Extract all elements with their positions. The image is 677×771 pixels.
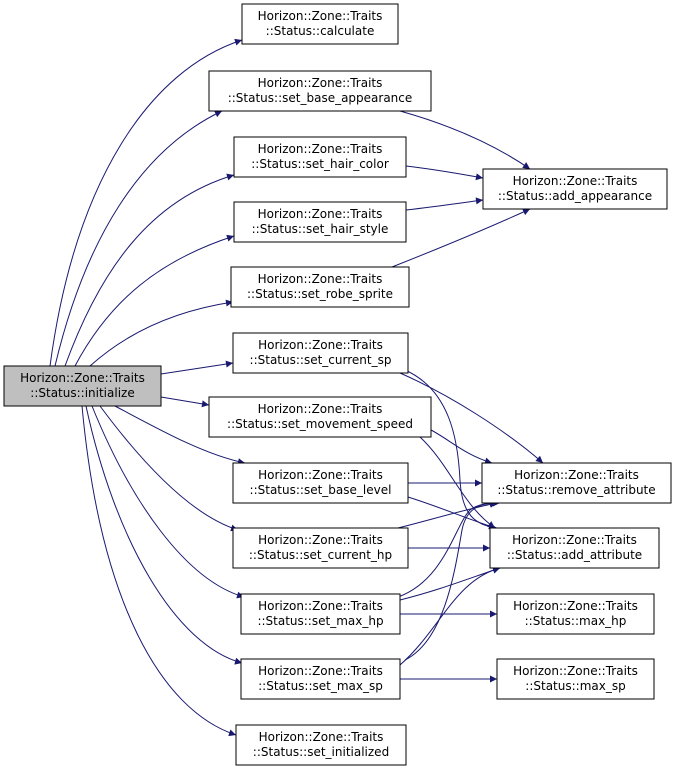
edge-initialize-to-set-hair-color xyxy=(64,173,235,367)
node-set-base-level-line1: Horizon::Zone::Traits xyxy=(258,468,383,482)
node-add-appearance-line2: ::Status::add_appearance xyxy=(498,189,652,203)
edge-initialize-to-set-base-app xyxy=(54,110,223,367)
node-set-current-hp-line1: Horizon::Zone::Traits xyxy=(258,533,383,547)
node-remove-attribute[interactable]: Horizon::Zone::Traits ::Status::remove_a… xyxy=(481,462,672,504)
node-set-max-hp[interactable]: Horizon::Zone::Traits ::Status::set_max_… xyxy=(240,593,401,635)
edge-initialize-to-set-init xyxy=(81,405,237,737)
node-set-hair-color-line1: Horizon::Zone::Traits xyxy=(258,142,383,156)
node-set-current-sp-line1: Horizon::Zone::Traits xyxy=(258,338,383,352)
edge-initialize-to-set-move xyxy=(160,396,210,408)
node-set-base-level[interactable]: Horizon::Zone::Traits ::Status::set_base… xyxy=(232,462,409,504)
edge-set-cur-hp-to-remove-attr xyxy=(397,500,498,529)
node-set-initialized[interactable]: Horizon::Zone::Traits ::Status::set_init… xyxy=(235,724,407,766)
node-remove-attribute-line2: ::Status::remove_attribute xyxy=(497,483,655,497)
node-set-base-level-line2: ::Status::set_base_level xyxy=(250,483,392,497)
node-set-hair-color-line2: ::Status::set_hair_color xyxy=(251,157,389,171)
node-initialize-line1: Horizon::Zone::Traits xyxy=(20,371,145,385)
node-set-initialized-line1: Horizon::Zone::Traits xyxy=(259,730,384,744)
edge-initialize-to-set-cur-hp xyxy=(99,405,239,532)
node-set-hair-style-line1: Horizon::Zone::Traits xyxy=(258,207,383,221)
node-set-robe-sprite[interactable]: Horizon::Zone::Traits ::Status::set_robe… xyxy=(230,266,410,308)
node-set-current-hp[interactable]: Horizon::Zone::Traits ::Status::set_curr… xyxy=(232,527,409,569)
node-set-base-appearance-line2: ::Status::set_base_appearance xyxy=(228,91,413,105)
node-max-sp-line2: ::Status::max_sp xyxy=(525,679,625,693)
edge-initialize-to-set-robe xyxy=(89,299,234,367)
edge-set-robe-to-add-app xyxy=(391,208,531,268)
edge-set-hair-color-to-add-app xyxy=(405,165,484,181)
edge-set-move-to-add-attr xyxy=(419,436,496,529)
node-set-movement-speed-line2: ::Status::set_movement_speed xyxy=(227,417,413,431)
edge-set-max-hp-to-remove-attr xyxy=(397,499,501,598)
node-add-appearance[interactable]: Horizon::Zone::Traits ::Status::add_appe… xyxy=(482,168,668,210)
edges xyxy=(49,38,544,737)
node-set-movement-speed-line1: Horizon::Zone::Traits xyxy=(258,402,383,416)
node-set-max-hp-line1: Horizon::Zone::Traits xyxy=(258,599,383,613)
edge-set-hair-style-to-add-app xyxy=(405,197,484,211)
node-set-max-hp-line2: ::Status::set_max_hp xyxy=(257,614,383,628)
node-max-sp-line1: Horizon::Zone::Traits xyxy=(513,664,638,678)
node-set-max-sp-line2: ::Status::set_max_sp xyxy=(258,679,383,693)
node-initialize[interactable]: Horizon::Zone::Traits ::Status::initiali… xyxy=(3,365,162,407)
node-set-hair-style-line2: ::Status::set_hair_style xyxy=(252,222,389,236)
node-set-current-sp-line2: ::Status::set_current_sp xyxy=(250,353,392,367)
node-max-hp-line2: ::Status::max_hp xyxy=(525,614,627,628)
node-set-robe-sprite-line2: ::Status::set_robe_sprite xyxy=(247,287,393,301)
node-initialize-line2: ::Status::initialize xyxy=(30,386,134,400)
node-max-hp-line1: Horizon::Zone::Traits xyxy=(513,599,638,613)
edge-initialize-to-set-base-lvl xyxy=(114,405,246,466)
node-max-hp[interactable]: Horizon::Zone::Traits ::Status::max_hp xyxy=(496,593,655,635)
edge-set-max-sp-to-add-attr xyxy=(399,566,501,666)
edge-set-max-hp-to-add-attr xyxy=(399,566,501,601)
node-remove-attribute-line1: Horizon::Zone::Traits xyxy=(514,468,639,482)
edge-initialize-to-set-max-hp xyxy=(91,405,245,599)
node-set-robe-sprite-line1: Horizon::Zone::Traits xyxy=(258,272,383,286)
edge-initialize-to-set-max-sp xyxy=(85,405,243,665)
node-set-initialized-line2: ::Status::set_initialized xyxy=(253,745,389,759)
node-max-sp[interactable]: Horizon::Zone::Traits ::Status::max_sp xyxy=(496,658,655,700)
node-set-current-sp[interactable]: Horizon::Zone::Traits ::Status::set_curr… xyxy=(232,332,409,374)
node-set-max-sp-line1: Horizon::Zone::Traits xyxy=(258,664,383,678)
node-calculate[interactable]: Horizon::Zone::Traits ::Status::calculat… xyxy=(241,3,399,45)
node-set-base-appearance[interactable]: Horizon::Zone::Traits ::Status::set_base… xyxy=(208,70,432,112)
node-set-movement-speed[interactable]: Horizon::Zone::Traits ::Status::set_move… xyxy=(208,396,432,438)
node-set-base-appearance-line1: Horizon::Zone::Traits xyxy=(258,76,383,90)
node-set-current-hp-line2: ::Status::set_current_hp xyxy=(249,548,392,562)
edge-initialize-to-set-cur-sp xyxy=(160,360,234,375)
edge-initialize-to-calculate xyxy=(49,38,243,367)
node-add-attribute-line1: Horizon::Zone::Traits xyxy=(512,533,637,547)
edge-set-base-app-to-add-app xyxy=(399,110,531,170)
node-add-attribute-line2: ::Status::add_attribute xyxy=(507,548,642,562)
node-calculate-line1: Horizon::Zone::Traits xyxy=(258,9,383,23)
node-add-attribute[interactable]: Horizon::Zone::Traits ::Status::add_attr… xyxy=(489,527,660,569)
edge-initialize-to-set-hair-style xyxy=(74,234,235,367)
node-set-max-sp[interactable]: Horizon::Zone::Traits ::Status::set_max_… xyxy=(240,658,401,700)
node-calculate-line2: ::Status::calculate xyxy=(266,24,375,38)
edge-set-max-sp-to-remove-attr xyxy=(404,499,498,661)
edge-set-cur-sp-to-remove-attr xyxy=(399,372,544,464)
edge-set-move-to-remove-attr xyxy=(430,429,493,465)
node-set-hair-style[interactable]: Horizon::Zone::Traits ::Status::set_hair… xyxy=(233,201,407,243)
node-add-appearance-line1: Horizon::Zone::Traits xyxy=(513,174,638,188)
node-set-hair-color[interactable]: Horizon::Zone::Traits ::Status::set_hair… xyxy=(233,136,407,178)
